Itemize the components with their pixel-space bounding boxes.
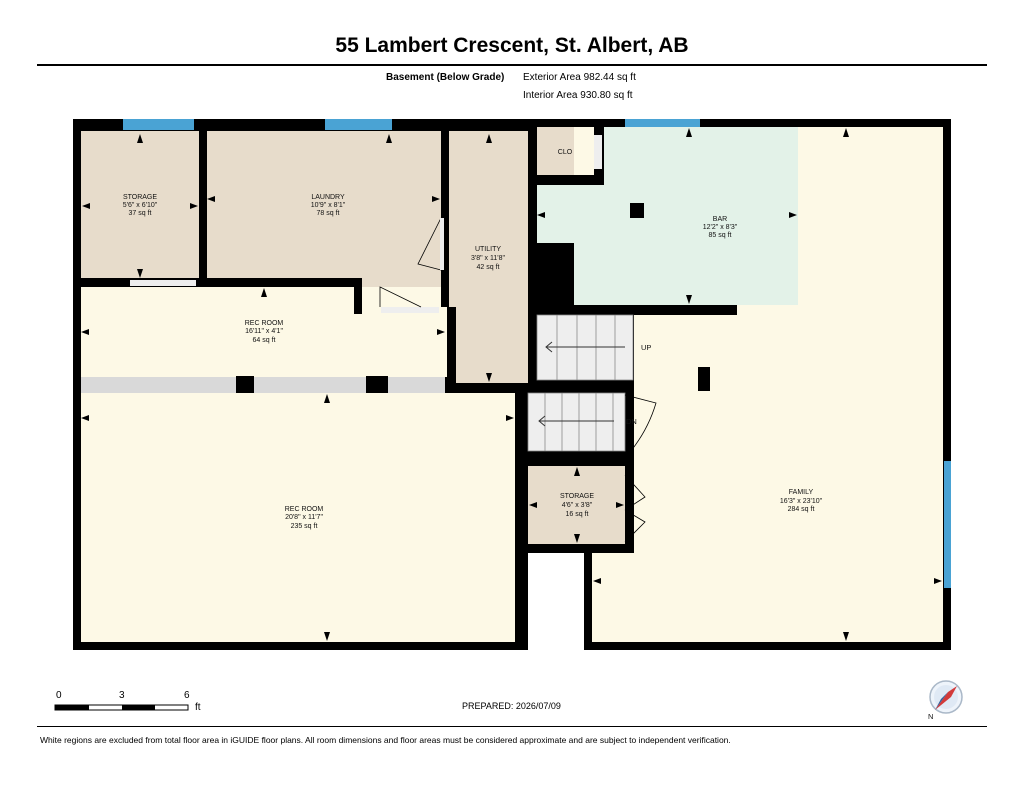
interior-area: Interior Area 930.80 sq ft	[523, 90, 633, 101]
rec-room-small	[81, 287, 447, 377]
svg-text:37 sq ft: 37 sq ft	[129, 210, 152, 217]
doors	[379, 135, 657, 543]
svg-text:REC ROOM: REC ROOM	[285, 506, 324, 513]
svg-text:CLO: CLO	[558, 149, 573, 156]
label-laundry: LAUNDRY 10'9" x 8'1" 78 sq ft	[311, 194, 346, 217]
svg-text:16'3" x 23'10": 16'3" x 23'10"	[780, 498, 823, 505]
svg-text:4'6" x 3'8": 4'6" x 3'8"	[562, 502, 593, 509]
hall-gap	[528, 554, 584, 650]
laundry-room	[207, 131, 441, 279]
svg-text:STORAGE: STORAGE	[123, 194, 157, 201]
svg-text:16 sq ft: 16 sq ft	[566, 511, 589, 518]
label-utility: UTILITY 3'8" x 11'8" 42 sq ft	[471, 246, 505, 271]
svg-text:5'6" x 6'10": 5'6" x 6'10"	[123, 202, 158, 209]
svg-text:78 sq ft: 78 sq ft	[317, 210, 340, 217]
scale-label-0: 0	[56, 690, 62, 701]
label-family: FAMILY 16'3" x 23'10" 284 sq ft	[780, 489, 823, 513]
bar-area-mid	[574, 185, 604, 305]
label-clo: CLO	[558, 149, 573, 156]
label-rec-large: REC ROOM 20'8" x 11'7" 235 sq ft	[285, 506, 324, 530]
scale-label-3: 3	[119, 690, 125, 701]
scale-bar	[54, 704, 189, 711]
svg-text:235 sq ft: 235 sq ft	[291, 523, 318, 530]
stairs-up-label: UP	[641, 343, 651, 352]
stairs-down-label: DN	[626, 417, 637, 426]
svg-text:20'8" x 11'7": 20'8" x 11'7"	[285, 514, 323, 521]
rec-room-large	[81, 393, 515, 642]
scale-unit: ft	[195, 702, 201, 713]
header-rule	[37, 64, 987, 66]
family-room-foot	[592, 553, 943, 642]
half-walls	[81, 280, 445, 393]
label-bar: BAR 12'2" x 8'3" 85 sq ft	[703, 216, 738, 239]
prepared-date: PREPARED: 2026/07/09	[462, 701, 561, 711]
windows	[123, 119, 951, 588]
footer-rule	[37, 726, 987, 727]
svg-text:REC ROOM: REC ROOM	[245, 320, 284, 327]
exterior-area: Exterior Area 982.44 sq ft	[523, 72, 636, 83]
storage-s-room	[528, 466, 625, 544]
level-label: Basement (Below Grade)	[386, 72, 505, 83]
arrow-markers	[81, 128, 942, 641]
svg-text:BAR: BAR	[713, 216, 727, 223]
svg-text:42 sq ft: 42 sq ft	[477, 264, 500, 271]
svg-text:16'11" x 4'1": 16'11" x 4'1"	[245, 328, 283, 335]
svg-text:284 sq ft: 284 sq ft	[788, 506, 815, 513]
label-storage-s: STORAGE 4'6" x 3'8" 16 sq ft	[560, 493, 594, 518]
compass-icon: N	[928, 680, 963, 721]
storage-nw-room	[81, 131, 199, 278]
label-rec-small: REC ROOM 16'11" x 4'1" 64 sq ft	[245, 320, 284, 344]
label-storage-nw: STORAGE 5'6" x 6'10" 37 sq ft	[123, 194, 158, 217]
scale-label-6: 6	[184, 690, 190, 701]
plan-title: 55 Lambert Crescent, St. Albert, AB	[335, 34, 689, 57]
svg-text:10'9" x 8'1": 10'9" x 8'1"	[311, 202, 346, 209]
svg-text:STORAGE: STORAGE	[560, 493, 594, 500]
svg-text:64 sq ft: 64 sq ft	[253, 337, 276, 344]
compass-label: N	[928, 712, 933, 721]
stairs-up	[536, 314, 634, 381]
svg-text:FAMILY: FAMILY	[789, 489, 814, 496]
svg-text:LAUNDRY: LAUNDRY	[311, 194, 345, 201]
disclaimer: White regions are excluded from total fl…	[40, 735, 731, 745]
svg-text:85 sq ft: 85 sq ft	[709, 232, 732, 239]
utility-room	[449, 131, 528, 383]
svg-text:3'8" x 11'8": 3'8" x 11'8"	[471, 255, 505, 262]
svg-text:12'2" x 8'3": 12'2" x 8'3"	[703, 224, 738, 231]
stairs-down	[527, 392, 626, 452]
svg-text:UTILITY: UTILITY	[475, 246, 501, 253]
